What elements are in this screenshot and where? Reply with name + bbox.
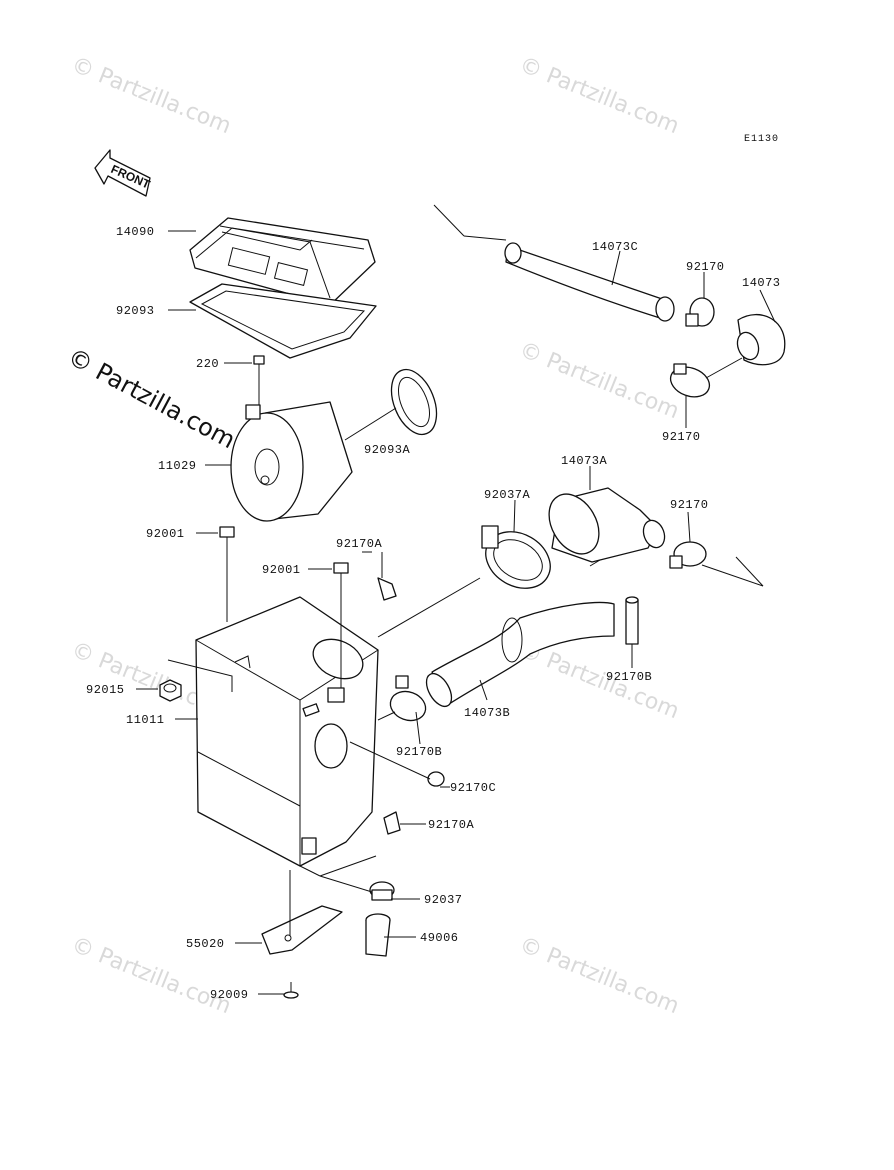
part-label: 92170 bbox=[686, 260, 725, 274]
part-label: 14073A bbox=[561, 454, 608, 468]
pipe-icon bbox=[625, 596, 639, 645]
part-label: 92170B bbox=[606, 670, 652, 684]
diagram-code: E1130 bbox=[744, 134, 779, 145]
watermark: © Partzilla.com bbox=[516, 932, 683, 1019]
band-clamp-icon bbox=[369, 881, 395, 901]
part-label: 14073B bbox=[464, 706, 510, 720]
part-label: 14073C bbox=[592, 240, 638, 254]
intake-duct-c bbox=[504, 242, 675, 322]
bolt-icon bbox=[283, 982, 299, 999]
air-cleaner-case bbox=[195, 596, 379, 867]
grommet-icon bbox=[159, 679, 182, 702]
part-label: 92001 bbox=[146, 527, 185, 541]
clip-icon bbox=[377, 577, 397, 601]
part-label: 92170A bbox=[428, 818, 475, 832]
band-clamp-icon bbox=[481, 525, 551, 589]
hose-clamp-icon bbox=[669, 363, 711, 398]
leader-lines bbox=[136, 204, 776, 995]
part-label: 92037A bbox=[484, 488, 531, 502]
part-label: 92093A bbox=[364, 443, 411, 457]
part-label: 11011 bbox=[126, 713, 165, 727]
clip-icon bbox=[383, 811, 401, 835]
part-label: 92170B bbox=[396, 745, 442, 759]
hose-clamp-icon bbox=[669, 541, 707, 569]
part-label: 92037 bbox=[424, 893, 463, 907]
front-arrow-icon: FRONT bbox=[94, 149, 153, 197]
seal-ring bbox=[390, 368, 438, 436]
air-filter-element bbox=[230, 401, 353, 522]
hose-clamp-icon bbox=[427, 771, 445, 787]
part-label: 92009 bbox=[210, 988, 249, 1002]
part-label: 55020 bbox=[186, 937, 225, 951]
part-label: 92170C bbox=[450, 781, 496, 795]
hose-elbow bbox=[736, 314, 786, 366]
watermark: © Partzilla.com bbox=[516, 337, 683, 424]
air-cleaner-cover bbox=[189, 217, 376, 306]
intake-duct-a bbox=[548, 487, 666, 563]
part-label: 92170 bbox=[662, 430, 701, 444]
hose-clamp-icon bbox=[389, 675, 427, 722]
drain-boot bbox=[365, 913, 391, 957]
part-label: 14090 bbox=[116, 225, 155, 239]
part-label: 92093 bbox=[116, 304, 155, 318]
part-label: 11029 bbox=[158, 459, 197, 473]
part-label: 49006 bbox=[420, 931, 459, 945]
screw-icon bbox=[253, 355, 265, 376]
mounting-bracket bbox=[261, 905, 343, 955]
part-label: 220 bbox=[196, 357, 219, 371]
part-label: 92170A bbox=[336, 537, 383, 551]
part-label: 92001 bbox=[262, 563, 301, 577]
part-labels: 14090 92093 220 11029 92093A 92001 92001… bbox=[86, 225, 781, 1002]
part-label: 14073 bbox=[742, 276, 781, 290]
bolt-icon bbox=[219, 526, 235, 548]
cover-gasket bbox=[189, 283, 377, 359]
watermark: © Partzilla.com bbox=[516, 52, 683, 139]
hose-clamp-icon bbox=[685, 297, 715, 327]
intake-hose-b bbox=[425, 601, 615, 708]
watermark: © Partzilla.com bbox=[68, 52, 235, 139]
bolt-icon bbox=[333, 562, 349, 582]
watermark: © Partzilla.com bbox=[516, 637, 683, 724]
part-label: 92015 bbox=[86, 683, 125, 697]
part-label: 92170 bbox=[670, 498, 709, 512]
